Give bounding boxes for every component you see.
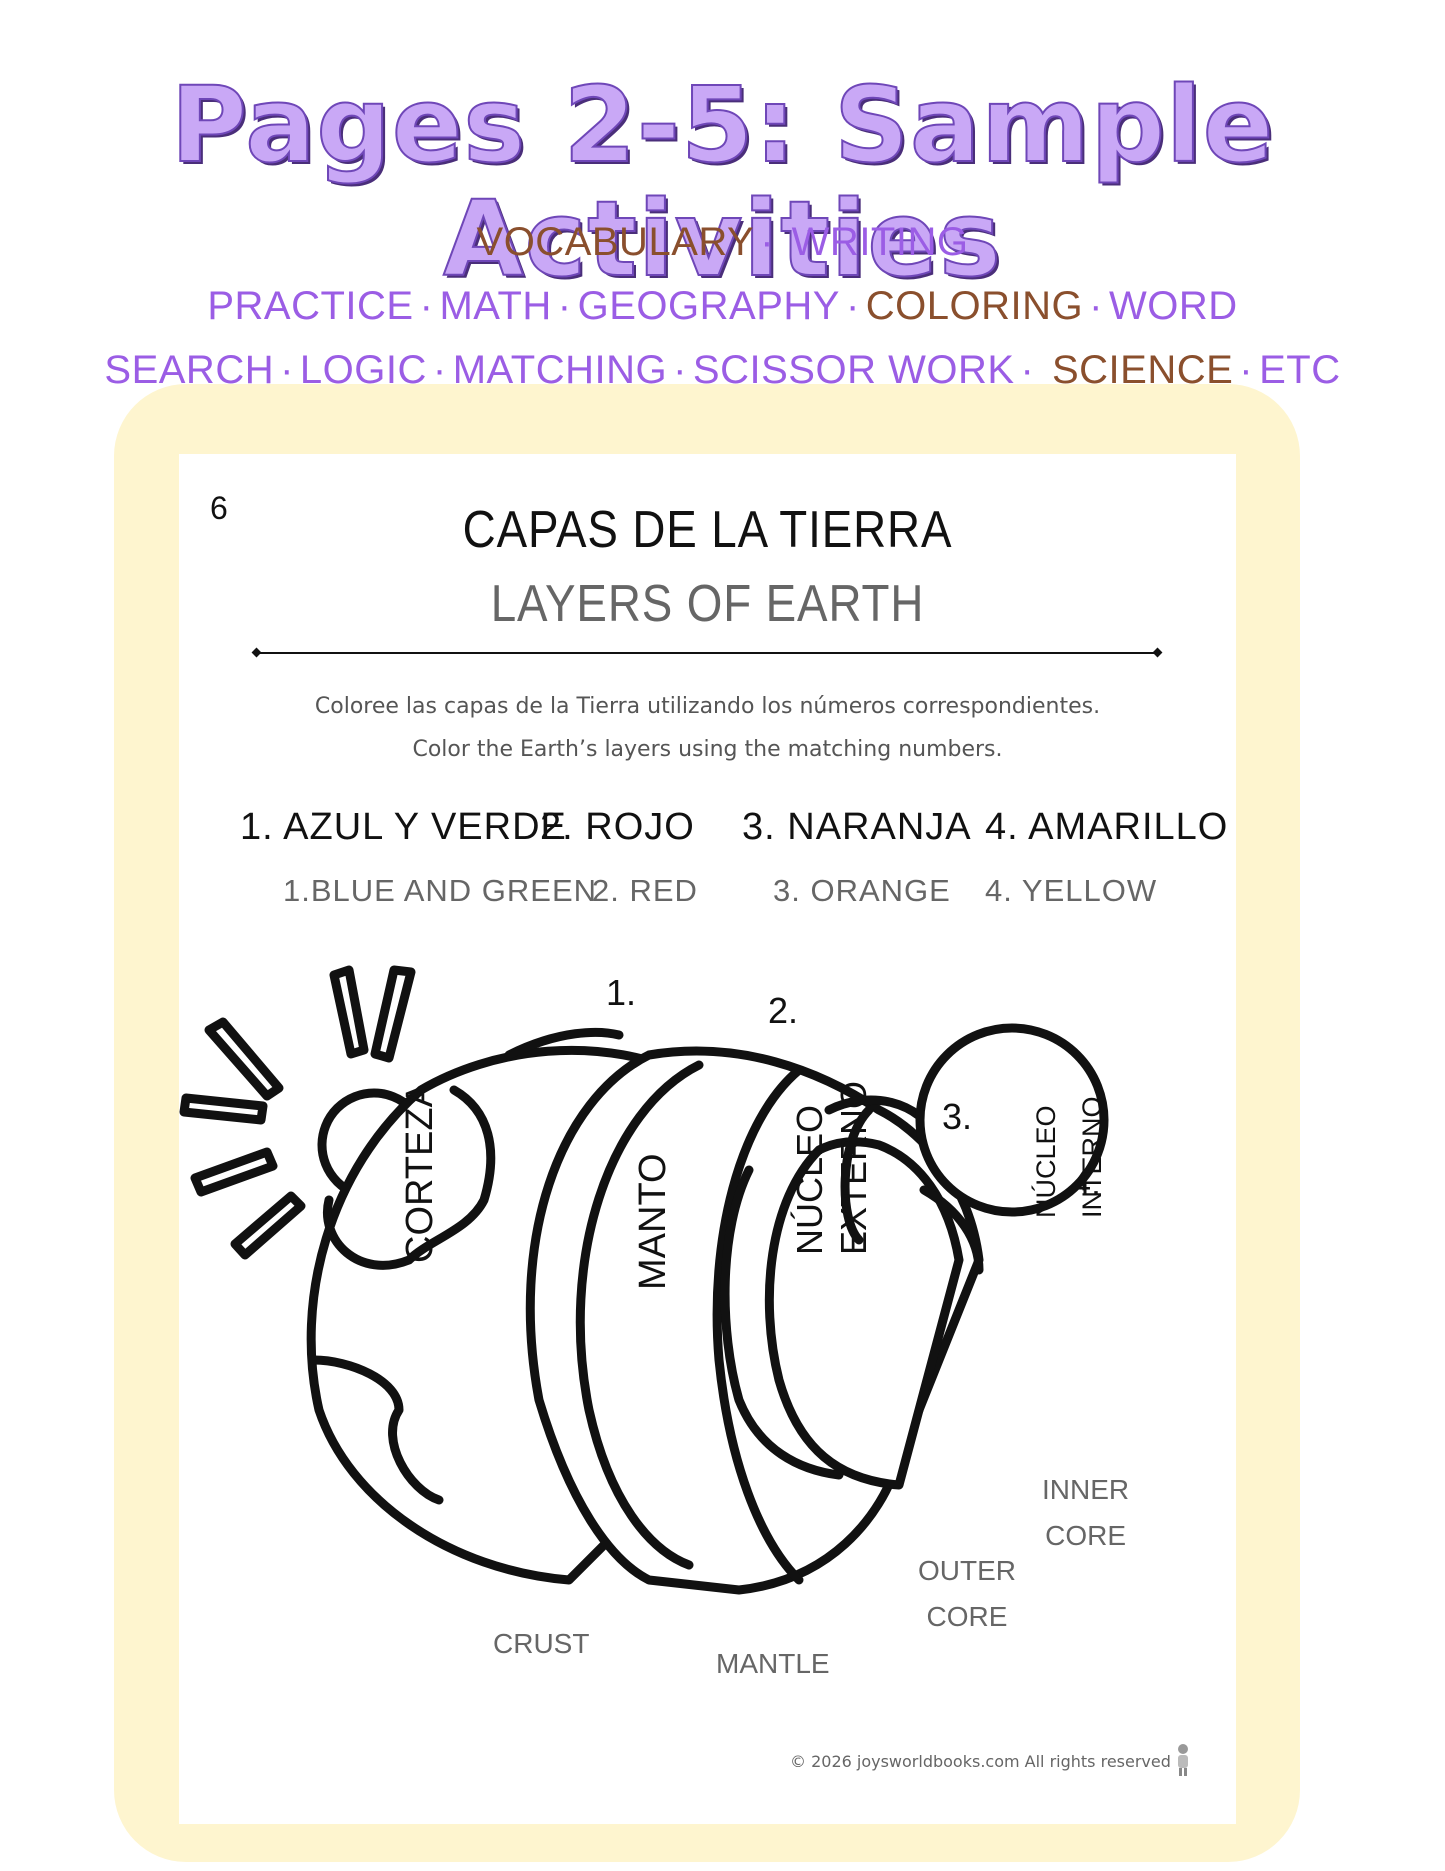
mascot-icon [1178, 1744, 1188, 1776]
label-outer-core-line2: CORE [926, 1601, 1008, 1632]
topic-item: VOCABULARY [476, 220, 755, 264]
label-crust: CRUST [493, 1628, 590, 1659]
topic-item: ETC [1259, 348, 1341, 392]
label-nucleo-externo-line1: NÚCLEO [789, 1104, 830, 1255]
label-nucleo-externo: NÚCLEO EXTERNO [788, 1081, 876, 1255]
earth-layers-diagram: 1. [179, 965, 1109, 1595]
topic-separator: · [1089, 284, 1103, 328]
topic-item: WORD SEARCH [104, 284, 1238, 392]
label-nucleo-interno-line2: INTERNO [1077, 1096, 1107, 1219]
color-key-en-1: 1.BLUE AND GREEN [283, 873, 598, 908]
page-number: 6 [210, 490, 228, 526]
topic-separator: · [280, 348, 294, 392]
color-key-es-3: 3. NARANJA [742, 806, 972, 848]
layer-number-3: 3. [942, 1096, 973, 1137]
topic-item: MATH [439, 284, 552, 328]
label-manto: MANTO [632, 1153, 674, 1290]
sun-rays [179, 965, 416, 1260]
topic-list: VOCABULARY· WRITING PRACTICE·MATH·GEOGRA… [60, 210, 1385, 402]
label-nucleo-externo-line2: EXTERNO [833, 1080, 874, 1255]
label-outer-core: OUTER CORE [918, 1548, 1016, 1640]
topic-item: WRITING PRACTICE [207, 220, 969, 328]
color-key-en-3: 3. ORANGE [773, 873, 951, 908]
title-divider [256, 652, 1158, 654]
topic-separator: · [557, 284, 572, 328]
color-key-es-4: 4. AMARILLO [985, 806, 1229, 848]
layer-number-2: 2. [768, 990, 799, 1031]
topic-separator: · [760, 220, 775, 264]
label-inner-core: INNER CORE [1042, 1467, 1129, 1559]
topic-separator: · [673, 348, 687, 392]
inner-core-layer [915, 1023, 1109, 1217]
topic-separator: · [845, 284, 860, 328]
label-inner-core-line2: CORE [1045, 1520, 1127, 1551]
outer-core-layer [764, 1137, 964, 1490]
topic-separator: · [432, 348, 447, 392]
color-key-en-4: 4. YELLOW [985, 873, 1158, 908]
color-key-es-1: 1. AZUL Y VERDE [240, 806, 567, 848]
label-nucleo-interno: NÚCLEO INTERNO [1023, 1097, 1115, 1219]
instruction-es: Coloree las capas de la Tierra utilizand… [314, 694, 1101, 719]
topic-item: GEOGRAPHY [577, 284, 840, 328]
page-headline: Pages 2-5: Sample Activities [170, 64, 1275, 301]
worksheet-title-en: LAYERS OF EARTH [490, 575, 925, 633]
worksheet-title-es: CAPAS DE LA TIERRA [462, 501, 953, 559]
topic-separator: · [419, 284, 434, 328]
topic-item: COLORING [865, 284, 1084, 328]
color-key-es-2: 2. ROJO [540, 806, 695, 848]
layer-number-1: 1. [606, 972, 637, 1013]
topic-separator: · [1020, 348, 1035, 392]
topic-separator: · [1239, 348, 1254, 392]
copyright-notice: © 2026 joysworldbooks.com All rights res… [790, 1752, 1171, 1771]
label-nucleo-interno-line1: NÚCLEO [1031, 1105, 1061, 1218]
instruction-en: Color the Earth’s layers using the match… [412, 737, 1003, 762]
color-key-en-2: 2. RED [592, 873, 698, 908]
label-corteza: CORTEZA [399, 1082, 441, 1263]
label-outer-core-line1: OUTER [918, 1555, 1016, 1586]
label-inner-core-line1: INNER [1042, 1474, 1130, 1505]
label-mantle: MANTLE [716, 1648, 830, 1679]
layer-number-4: 4. [1071, 1162, 1102, 1203]
